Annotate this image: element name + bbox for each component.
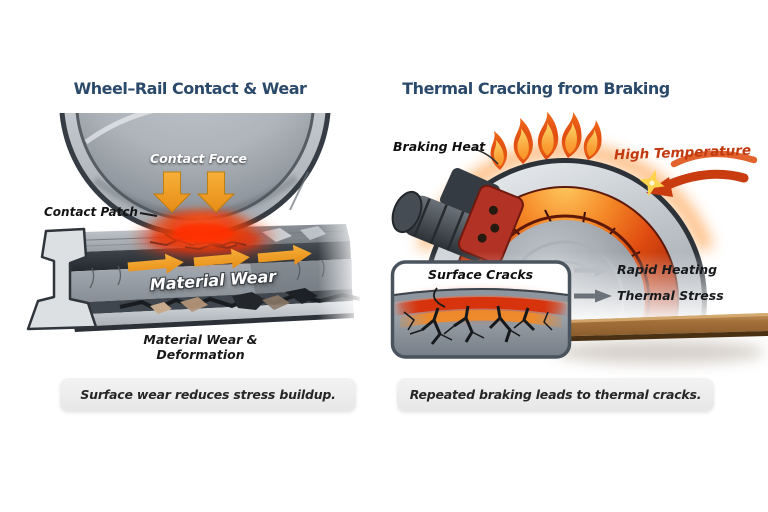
contact-force-arrows xyxy=(152,171,236,213)
material-wear-arrows xyxy=(127,244,312,274)
rail-sleeper xyxy=(538,313,768,364)
surface-cracks-leader xyxy=(433,287,446,308)
rapid-heating-label: Rapid Heating xyxy=(617,262,718,277)
left-panel-title: Wheel–Rail Contact & Wear xyxy=(73,79,307,98)
curved-arrow-icon xyxy=(670,150,758,168)
contact-patch-leader xyxy=(139,212,158,217)
contact-force-label: Contact Force xyxy=(150,151,248,166)
contact-glow xyxy=(137,210,273,258)
left-wheel-illustration xyxy=(59,113,331,237)
braking-heat-label: Braking Heat xyxy=(393,139,486,154)
rapid-heating-arrow-icon xyxy=(574,263,610,277)
down-arrow-icon xyxy=(152,171,192,213)
inset-cracks xyxy=(403,305,553,345)
contact-patch-label: Contact Patch xyxy=(44,205,138,219)
thermal-stress-label: Thermal Stress xyxy=(617,288,724,303)
brake-assembly xyxy=(391,168,524,265)
down-arrow-icon xyxy=(196,171,236,213)
right-arrow-icon xyxy=(257,244,312,265)
high-temperature-arrow xyxy=(639,150,758,197)
right-panel-title: Thermal Cracking from Braking xyxy=(402,79,670,98)
surface-cracks-label: Surface Cracks xyxy=(428,267,534,282)
curved-arrow-icon xyxy=(663,169,749,190)
right-arrow-icon xyxy=(127,253,184,274)
left-caption: Surface wear reduces stress buildup. xyxy=(60,378,356,411)
thermal-stress-arrow-icon xyxy=(574,289,612,303)
material-wear-deformation-label: Material Wear & Deformation xyxy=(143,332,258,362)
right-caption: Repeated braking leads to thermal cracks… xyxy=(397,378,714,411)
braking-heat-leader xyxy=(473,148,499,165)
surface-cracks-inset xyxy=(390,260,572,359)
right-arrow-icon xyxy=(193,248,250,269)
rail-fade xyxy=(318,214,380,344)
spark-icon xyxy=(639,169,665,197)
